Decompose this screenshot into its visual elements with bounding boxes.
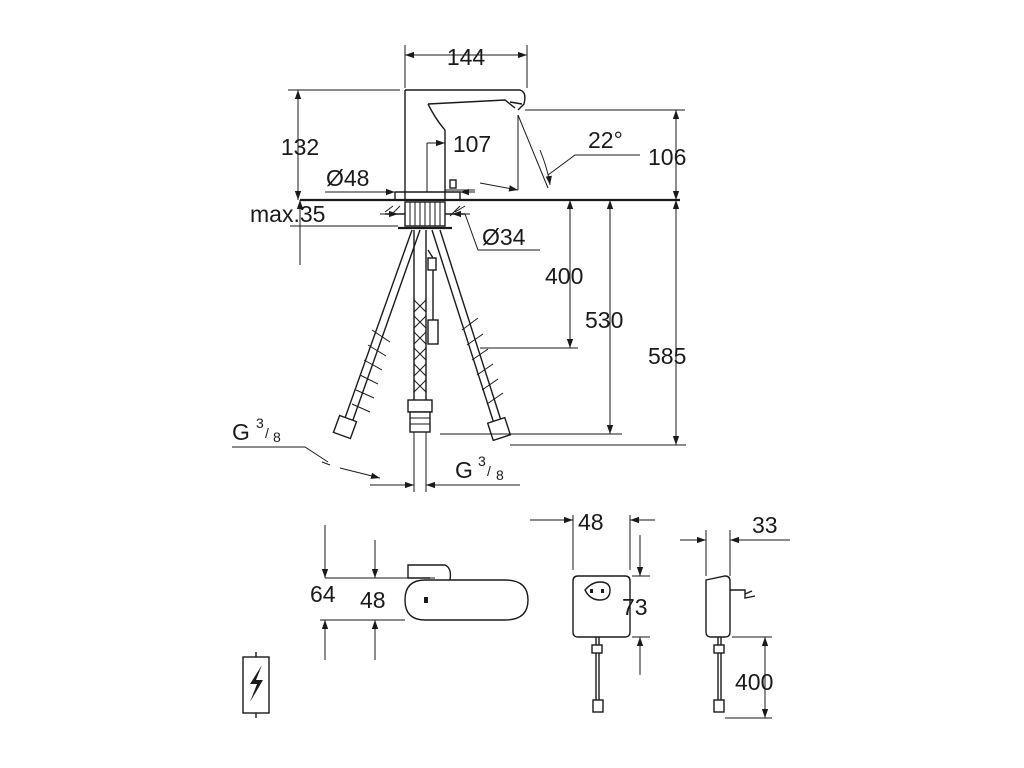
label-hose-530: 530	[585, 307, 623, 333]
label-spout-height: 132	[281, 134, 319, 160]
label-sensor-inner: 48	[360, 587, 386, 613]
label-connection-left-slash: /	[265, 425, 269, 441]
label-adapter-depth: 33	[752, 512, 778, 538]
hoses	[332, 229, 512, 442]
label-hose-400: 400	[545, 263, 583, 289]
label-spout-width: 144	[447, 44, 486, 70]
connection-right: G 3 / 8	[370, 432, 520, 492]
label-connection-left: G	[232, 419, 250, 445]
power-adapter-side	[705, 575, 756, 713]
power-adapter-front	[572, 575, 631, 713]
label-spout-angle: 22°	[588, 127, 623, 153]
label-connection-left-num: 3	[256, 415, 264, 431]
dimension-hole-diameter: Ø34	[452, 210, 540, 251]
lightning-bolt-icon	[242, 652, 270, 718]
dimension-585: 585	[510, 200, 686, 446]
label-hose-585: 585	[648, 343, 686, 369]
label-adapter-height: 73	[622, 594, 648, 620]
label-spout-reach: 107	[453, 131, 491, 157]
label-base-diameter: Ø48	[326, 165, 369, 191]
label-connection-right-slash: /	[487, 463, 491, 479]
label-connection-right: G	[455, 457, 473, 483]
label-cable-length: 400	[735, 669, 773, 695]
dimension-max-thickness: max.35	[250, 200, 398, 265]
dimension-73: 73	[622, 535, 650, 675]
dimension-48-adapter: 48	[530, 509, 655, 570]
dimension-64: 64	[310, 525, 435, 660]
label-adapter-width: 48	[578, 509, 604, 535]
dimension-base-diameter: Ø48	[325, 143, 475, 196]
label-hole-diameter: Ø34	[482, 224, 526, 250]
label-connection-right-num: 3	[478, 453, 486, 469]
dimension-107: 107	[427, 115, 519, 192]
dimension-33: 33	[680, 512, 790, 576]
dimension-144: 144	[404, 44, 528, 88]
dimension-angle: 22°	[517, 114, 640, 189]
dimension-530: 530	[440, 200, 623, 435]
label-outlet-height: 106	[648, 144, 686, 170]
dimension-132: 132	[281, 89, 400, 200]
dimension-400: 400	[480, 200, 583, 349]
label-max-thickness: max.35	[250, 201, 325, 227]
mounting-block	[384, 201, 466, 230]
dimension-106: 106	[525, 109, 686, 200]
label-connection-left-den: 8	[273, 429, 281, 445]
label-connection-right-den: 8	[496, 467, 504, 483]
sensor-housing	[404, 564, 529, 621]
dimension-48-sensor: 48	[360, 540, 386, 660]
connection-left: G 3 / 8	[232, 415, 381, 479]
dimension-400-cable: 400	[725, 636, 773, 719]
label-sensor-height: 64	[310, 581, 336, 607]
